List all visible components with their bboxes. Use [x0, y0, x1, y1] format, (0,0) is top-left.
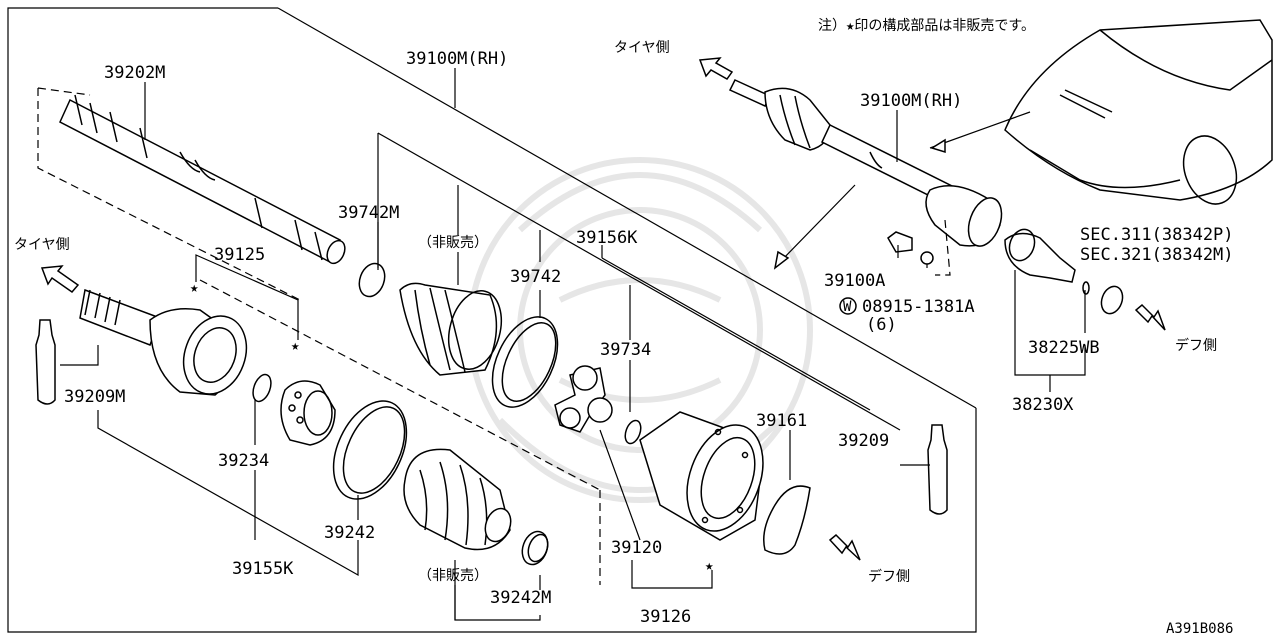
- label-tire-side-left: タイヤ側: [14, 237, 70, 253]
- washer-symbol-circle: [839, 297, 857, 315]
- part-39734: 39734: [600, 340, 651, 360]
- band-39242M: [521, 530, 549, 566]
- star-marker-2: ★: [291, 338, 300, 354]
- part-39242: 39242: [324, 523, 375, 543]
- inset-shaft: [728, 79, 1003, 247]
- part-39126: 39126: [640, 607, 691, 627]
- part-39234: 39234: [218, 451, 269, 471]
- arrow-diff-bottom: [828, 533, 861, 561]
- boot-lower: [403, 448, 512, 551]
- part-38225WB: 38225WB: [1028, 338, 1100, 358]
- part-39742M: 39742M: [338, 203, 399, 223]
- inset-arrows: [698, 57, 1166, 331]
- part-39156K: 39156K: [576, 228, 638, 248]
- part-39209M: 39209M: [64, 387, 125, 407]
- part-08915-1381A: 08915-1381A: [862, 297, 975, 317]
- gasket-39161: [763, 485, 811, 555]
- ring-39734: [624, 419, 642, 445]
- band-39742: [491, 316, 559, 408]
- part-39100M-main: 39100M(RH): [406, 49, 508, 69]
- part-sec311: SEC.311(38342P): [1080, 225, 1234, 245]
- label-not-sold-lower: （非販売）: [418, 568, 488, 584]
- part-39242M: 39242M: [490, 588, 551, 608]
- part-38230X: 38230X: [1012, 395, 1074, 415]
- label-diff-side-bottom: デフ側: [868, 568, 910, 585]
- band-39242: [332, 400, 408, 500]
- star-marker-1: ★: [190, 280, 199, 296]
- ring-39234: [252, 373, 272, 403]
- note-text: 注）★印の構成部品は非販売です。: [818, 18, 1035, 34]
- grease-tube-right: [927, 424, 948, 515]
- tripod-39120: [554, 365, 613, 433]
- part-08915-qty: (6): [866, 315, 897, 335]
- dashed-guides: [37, 87, 601, 585]
- boot-upper: [399, 282, 503, 376]
- leader-lines-inset: [896, 110, 1086, 392]
- part-39209: 39209: [838, 431, 889, 451]
- label-tire-side-top: タイヤ側: [614, 40, 670, 56]
- part-sec321: SEC.321(38342M): [1080, 245, 1234, 265]
- main-panel-frame: [7, 7, 977, 633]
- part-39202M: 39202M: [104, 63, 165, 83]
- inner-race: [280, 380, 336, 446]
- label-not-sold-upper: （非販売）: [418, 235, 488, 251]
- outer-cv-joint: [79, 288, 248, 396]
- part-39125: 39125: [214, 245, 265, 265]
- star-marker-3: ★: [705, 558, 714, 574]
- grease-tube-left: [35, 319, 56, 405]
- housing-39126: [639, 411, 764, 541]
- washer-symbol: W: [843, 299, 852, 315]
- inset-car-outline: [929, 19, 1273, 205]
- label-diff-side-right: デフ側: [1175, 337, 1217, 354]
- part-39100A: 39100A: [824, 271, 885, 291]
- part-39120: 39120: [611, 538, 662, 558]
- arrow-tire-left: [40, 265, 80, 294]
- part-39155K: 39155K: [232, 559, 294, 579]
- part-39161: 39161: [756, 411, 807, 431]
- part-39100M-inset: 39100M(RH): [860, 91, 962, 111]
- inset-flange: [1004, 228, 1124, 315]
- ring-39742M: [358, 262, 386, 298]
- part-39742: 39742: [510, 267, 561, 287]
- diagram-id: A391B086: [1166, 621, 1233, 637]
- inset-bolt-washer: [887, 219, 951, 276]
- shaft-39202M: [59, 94, 346, 265]
- leader-lines-main: [60, 68, 930, 621]
